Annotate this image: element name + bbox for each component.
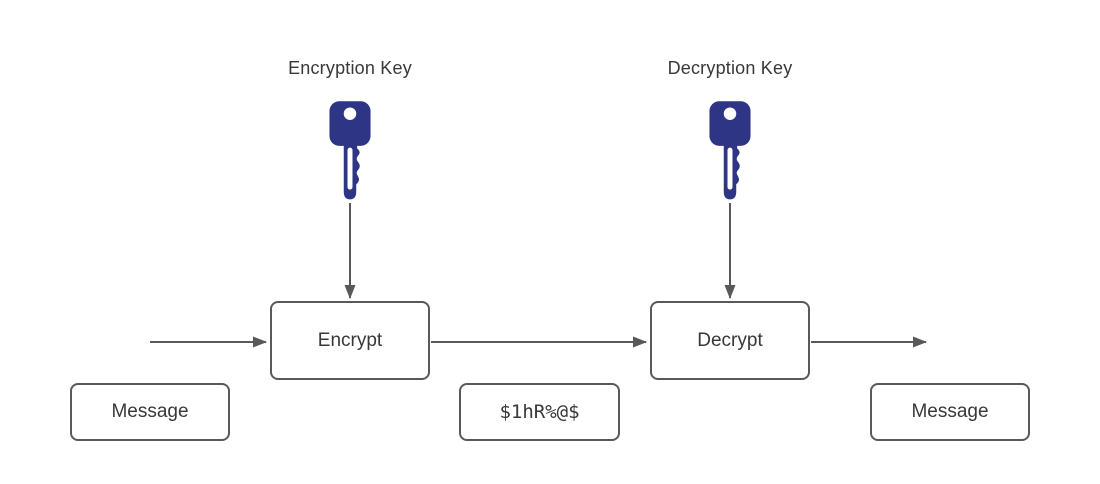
encryption-key-icon [329, 101, 371, 200]
ciphertext-label: $1hR%@$ [499, 401, 580, 423]
message-output-node: Message [870, 383, 1030, 441]
encrypt-node: Encrypt [270, 301, 430, 380]
message-input-label: Message [111, 401, 189, 422]
encrypt-node-label: Encrypt [317, 329, 383, 351]
encryption-key-label: Encryption Key [288, 58, 412, 78]
message-input-node: Message [70, 383, 230, 441]
decryption-key-label: Decryption Key [667, 58, 793, 78]
message-output-label: Message [911, 401, 989, 422]
ciphertext-node: $1hR%@$ [459, 383, 620, 441]
decrypt-node: Decrypt [650, 301, 810, 380]
decrypt-node-label: Decrypt [697, 329, 763, 351]
decryption-key-icon [709, 101, 751, 200]
